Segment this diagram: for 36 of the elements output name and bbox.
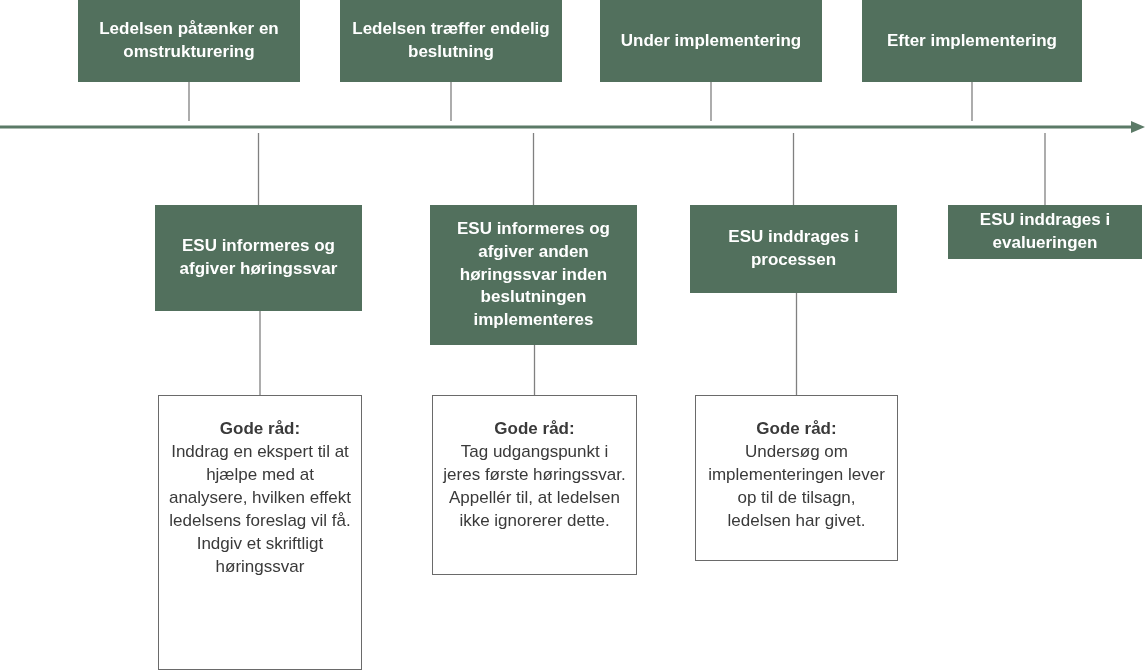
connector-line: [188, 81, 190, 122]
connector-line: [795, 292, 798, 396]
advice-heading: Gode råd:: [494, 418, 575, 440]
stage-label: ESU inddrages i processen: [727, 226, 860, 271]
stage-label: ESU inddrages i evalueringen: [978, 209, 1112, 254]
stage-label: ESU informeres og afgiver anden høringssvar inden beslutningen implementeres: [455, 217, 611, 332]
advice-box: [432, 395, 637, 575]
stage-box: [340, 0, 562, 82]
stage-box: [862, 0, 1082, 82]
stage-box: [155, 205, 362, 311]
connector-line: [259, 310, 261, 396]
stage-box: [600, 0, 822, 82]
connector-line: [1044, 132, 1046, 206]
stage-box: [690, 205, 897, 293]
stage-label: Efter implementering: [886, 29, 1057, 52]
stage-label: Ledelsen træffer endelig beslutning: [351, 18, 551, 63]
stage-label: Under implementering: [620, 29, 802, 52]
stage-box: [430, 205, 637, 345]
advice-box: [695, 395, 898, 561]
advice-heading: Gode råd:: [219, 418, 301, 440]
advice-text: Tag udgangspunkt i jeres første høringssvar. Appellér til, at ledelsen ikke ignorerer dette.: [441, 440, 627, 532]
connector-line: [450, 81, 452, 122]
connector-line: [971, 81, 973, 122]
connector-line: [533, 344, 536, 396]
stage-label: ESU informeres og afgiver høringssvar: [178, 235, 339, 280]
advice-box: [158, 395, 362, 670]
stage-box: [78, 0, 300, 82]
connector-line: [792, 132, 795, 206]
advice-text: Undersøg om implementeringen lever op til de tilsagn, ledelsen har givet.: [707, 440, 886, 532]
connector-line: [710, 81, 712, 122]
stage-label: Ledelsen påtænker en omstrukturering: [98, 18, 280, 63]
connector-line: [532, 132, 535, 206]
connector-line: [257, 132, 260, 206]
advice-text: Inddrag en ekspert til at hjælpe med at analysere, hvilken effekt ledelsens foreslag vil få. Indgiv et skriftligt høringssvar: [167, 440, 353, 578]
advice-heading: Gode råd:: [756, 418, 837, 440]
stage-box: [948, 205, 1142, 259]
